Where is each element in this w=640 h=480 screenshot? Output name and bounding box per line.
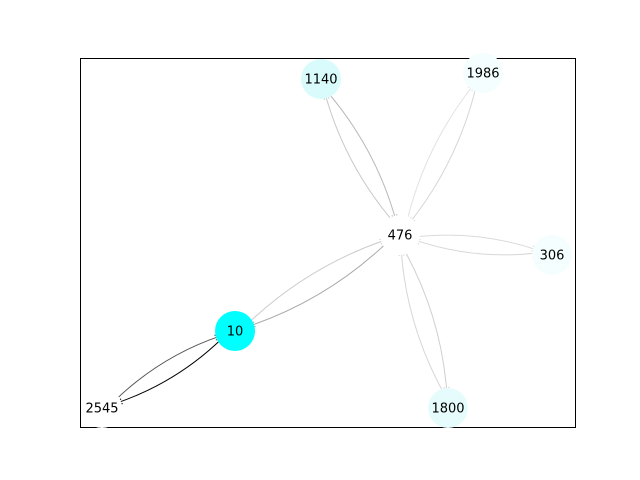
edge-line <box>247 239 386 324</box>
node-1800 <box>428 388 468 428</box>
node-label-10: 10 <box>227 325 244 340</box>
edge-line <box>408 86 477 224</box>
node-label-2545: 2545 <box>85 402 118 417</box>
node-label-476: 476 <box>388 229 413 244</box>
edge-line <box>114 335 221 401</box>
node-1986 <box>463 53 503 93</box>
nodes-layer <box>82 53 572 428</box>
node-label-1140: 1140 <box>304 73 337 88</box>
edge-line <box>406 84 475 222</box>
node-label-1800: 1800 <box>431 402 464 417</box>
edge-line <box>327 92 397 221</box>
edge-line <box>324 93 394 222</box>
node-1140 <box>301 59 341 99</box>
node-10 <box>215 311 255 351</box>
node-306 <box>532 235 572 275</box>
node-label-306: 306 <box>540 249 565 264</box>
plot-frame <box>80 58 576 428</box>
edge-line <box>400 249 445 394</box>
edge-line <box>414 239 538 256</box>
node-476 <box>380 215 420 255</box>
edge-line <box>116 338 223 404</box>
node-2545 <box>82 388 122 428</box>
edge-line <box>403 249 448 394</box>
edge-line <box>249 242 388 327</box>
edge-line <box>414 234 538 251</box>
labels-layer: 476 1140 1986 306 1800 10 2545 <box>85 67 564 417</box>
node-label-1986: 1986 <box>466 67 499 82</box>
edges-layer <box>114 83 539 405</box>
